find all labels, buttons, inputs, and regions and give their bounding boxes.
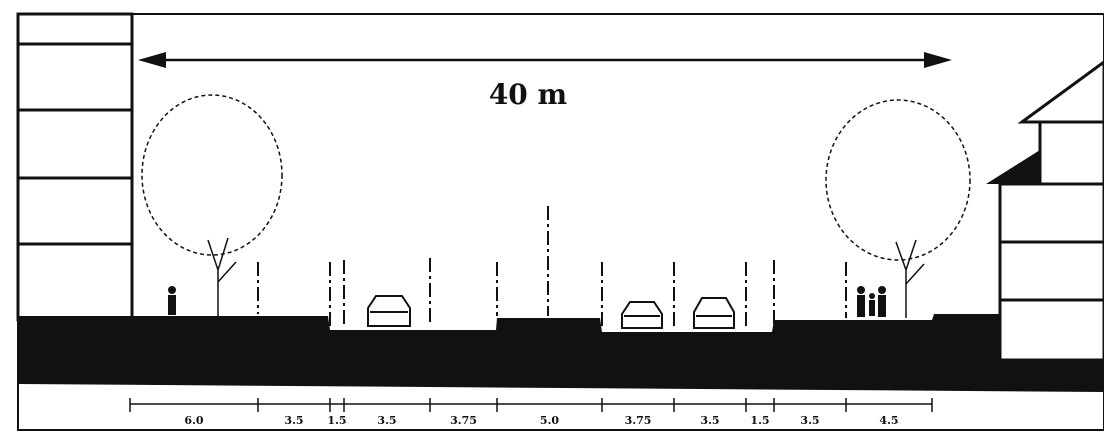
ground-section [18,314,1104,392]
segment-width-label: 4.5 [879,414,898,427]
left-building [16,12,134,322]
car-3 [693,297,735,329]
segment-ticks [129,398,933,412]
car-2 [621,301,663,329]
segment-width-label: 3.75 [625,414,652,427]
overall-width-arrow [138,52,952,68]
segment-width-label: 5.0 [540,414,559,427]
lane-dividers [257,206,847,330]
segment-width-label: 1.5 [750,414,769,427]
car-1 [367,295,411,327]
right-tree [825,99,971,318]
segment-width-label: 3.75 [450,414,477,427]
segment-width-label: 3.5 [800,414,819,427]
left-tree [141,94,283,316]
pedestrian-left [168,286,176,315]
pedestrians-right [857,286,886,317]
segment-width-label: 1.5 [327,414,346,427]
right-building [986,60,1104,362]
segment-width-label: 3.5 [284,414,303,427]
segment-width-label: 3.5 [700,414,719,427]
segment-width-label: 6.0 [184,414,203,427]
overall-width-label: 40 m [489,78,567,111]
segment-width-label: 3.5 [377,414,396,427]
segment-labels: 6.0 3.5 1.5 3.5 3.75 5.0 3.75 3.5 1.5 3.5 4.5 [184,414,898,427]
